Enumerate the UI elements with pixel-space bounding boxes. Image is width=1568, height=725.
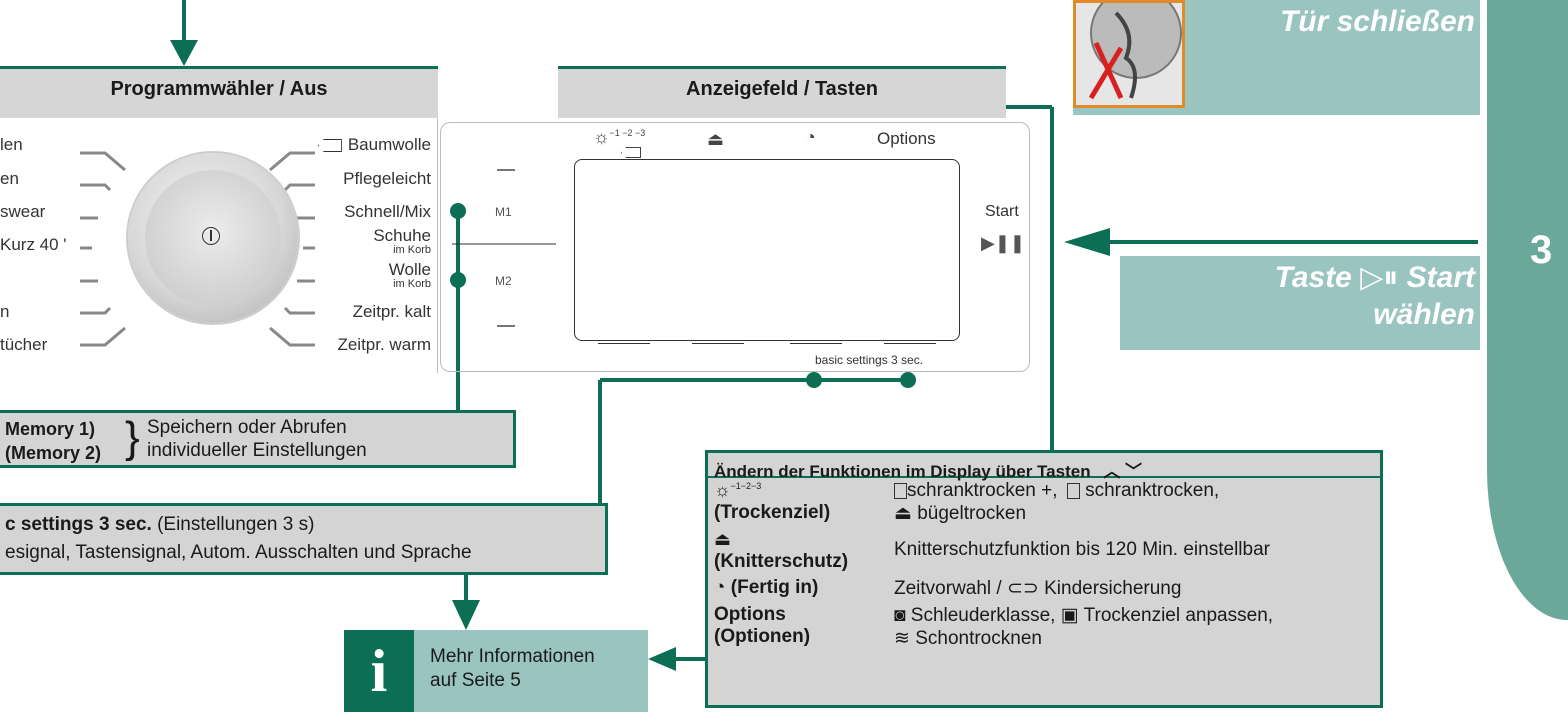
power-icon [202,227,220,245]
spin-class-icon: ◙ [894,605,906,626]
program-left-7[interactable]: tücher [0,335,48,354]
program-baumwolle[interactable]: Baumwolle [317,135,431,155]
basic-settings-box: c settings 3 sec. (Einstellungen 3 s) es… [0,503,608,575]
display-cotton-icon [621,147,641,158]
program-schnell-mix[interactable]: Schnell/Mix [344,202,431,221]
table-row: ◔ (Fertig in) Zeitvorwahl / ⊂⊃ Kindersic… [714,577,1182,599]
program-left-6[interactable]: n [0,302,10,321]
program-left-3[interactable]: swear [0,202,46,221]
info-line-1: Mehr Informationen [430,646,595,667]
info-box: i Mehr Informationen auf Seite 5 [344,630,648,712]
memory-desc-1: Speichern oder Abrufen [147,417,347,438]
start-tip-tile [1120,256,1480,350]
program-left-1[interactable]: len [0,135,23,154]
door-tip-text: Tür schließen [1279,5,1475,38]
adjust-target-icon: ▣ [1060,605,1079,626]
memory-1-button[interactable]: M1 [495,205,512,219]
indicator-dash-bottom [497,325,515,327]
table-row: ☼−1−2−3 (Trockenziel) schranktrocken +, … [714,480,1220,524]
wardrobe-plus-icon [894,482,907,499]
gentle-dry-icon: ≋ [894,628,910,649]
program-left-2[interactable]: en [0,169,19,188]
lcd-screen [574,159,960,341]
functions-table-header: Ändern der Funktionen im Display über Ta… [708,453,1380,481]
program-pflegeleicht[interactable]: Pflegeleicht [343,169,431,188]
program-selector-title: Programmwähler / Aus [110,78,328,100]
anti-crease-icon: ⏏ [714,529,732,549]
iron-icon: ⏏ [894,503,912,524]
functions-table: Ändern der Funktionen im Display über Ta… [705,450,1383,708]
door-warning-image [1073,0,1185,108]
finish-in-icon: ◔ [714,577,726,598]
program-dial-marks [80,151,315,347]
memory-2-label: (Memory 2) [5,443,102,463]
start-tip-suffix: Start [1406,261,1475,294]
basic-settings-line1: c settings 3 sec. (Einstellungen 3 s) [5,514,315,535]
start-tip-prefix: Taste [1274,261,1352,294]
page-number: 3 [1530,228,1553,272]
table-row: ⏏ (Knitterschutz) Knitterschutzfunktion … [714,529,1270,572]
info-icon: i [344,630,414,712]
start-pause-button[interactable]: ▶❚❚ [981,233,1026,253]
memory-1-label: Memory 1) [5,419,96,439]
program-left-4[interactable]: Kurz 40 ' [0,235,67,254]
finish-in-icon[interactable]: ◔ [805,127,816,147]
display-panel-title: Anzeigefeld / Tasten [686,78,878,100]
start-tip-line2: wählen [1373,298,1475,331]
display-panel-header: Anzeigefeld / Tasten [558,66,1006,118]
cotton-icon [317,139,342,153]
program-dial[interactable] [128,153,298,323]
program-selector-header: Programmwähler / Aus [0,66,438,118]
side-tab [1487,0,1568,620]
basic-settings-label: basic settings 3 sec. [815,353,924,367]
memory-desc-2: individueller Einstellungen [147,440,367,461]
drying-target-icon[interactable]: ☼−1 −2 −3 [593,127,646,147]
curly-brace: } [125,413,140,462]
program-zeitpr-warm[interactable]: Zeitpr. warm [337,335,431,354]
program-zeitpr-kalt[interactable]: Zeitpr. kalt [352,302,431,321]
indicator-dash-top [497,169,515,171]
memory-2-button[interactable]: M2 [495,274,512,288]
arrow-up-down-icons: ︿ ﹀ [1103,462,1143,481]
child-lock-icon: ⊂⊃ [1006,578,1039,599]
memory-box: Memory 1) (Memory 2) } Speichern oder Ab… [0,410,516,468]
key-line-4 [884,343,936,344]
program-selector-panel: len en swear Kurz 40 ' n tücher Baumwoll… [0,118,438,373]
start-pause-icon: ▷⏸ [1360,261,1399,294]
info-line-2: auf Seite 5 [430,670,521,691]
key-line-2 [692,343,744,344]
table-row: Options(Optionen) ◙ Schleuderklasse, ▣ T… [714,604,1274,649]
key-line-1 [598,343,650,344]
start-tip-line1: Taste ▷⏸ Start [1125,260,1475,295]
basic-settings-line2: esignal, Tastensignal, Autom. Ausschalte… [5,542,472,563]
start-label: Start [985,203,1019,220]
display-panel: ☼−1 −2 −3 ⏏ ◔ Options M1 M2 basic settin… [440,122,1030,372]
functions-rows: ☼−1−2−3 (Trockenziel) schranktrocken +, … [708,478,1380,652]
program-schuhe[interactable]: Schuhe im Korb [373,226,431,256]
program-wolle[interactable]: Wolle im Korb [388,260,431,290]
anti-crease-icon[interactable]: ⏏ [707,129,725,149]
drying-target-icon: ☼−1−2−3 [714,480,762,500]
options-button[interactable]: Options [877,129,936,148]
key-line-3 [790,343,842,344]
wardrobe-icon [1066,482,1080,499]
